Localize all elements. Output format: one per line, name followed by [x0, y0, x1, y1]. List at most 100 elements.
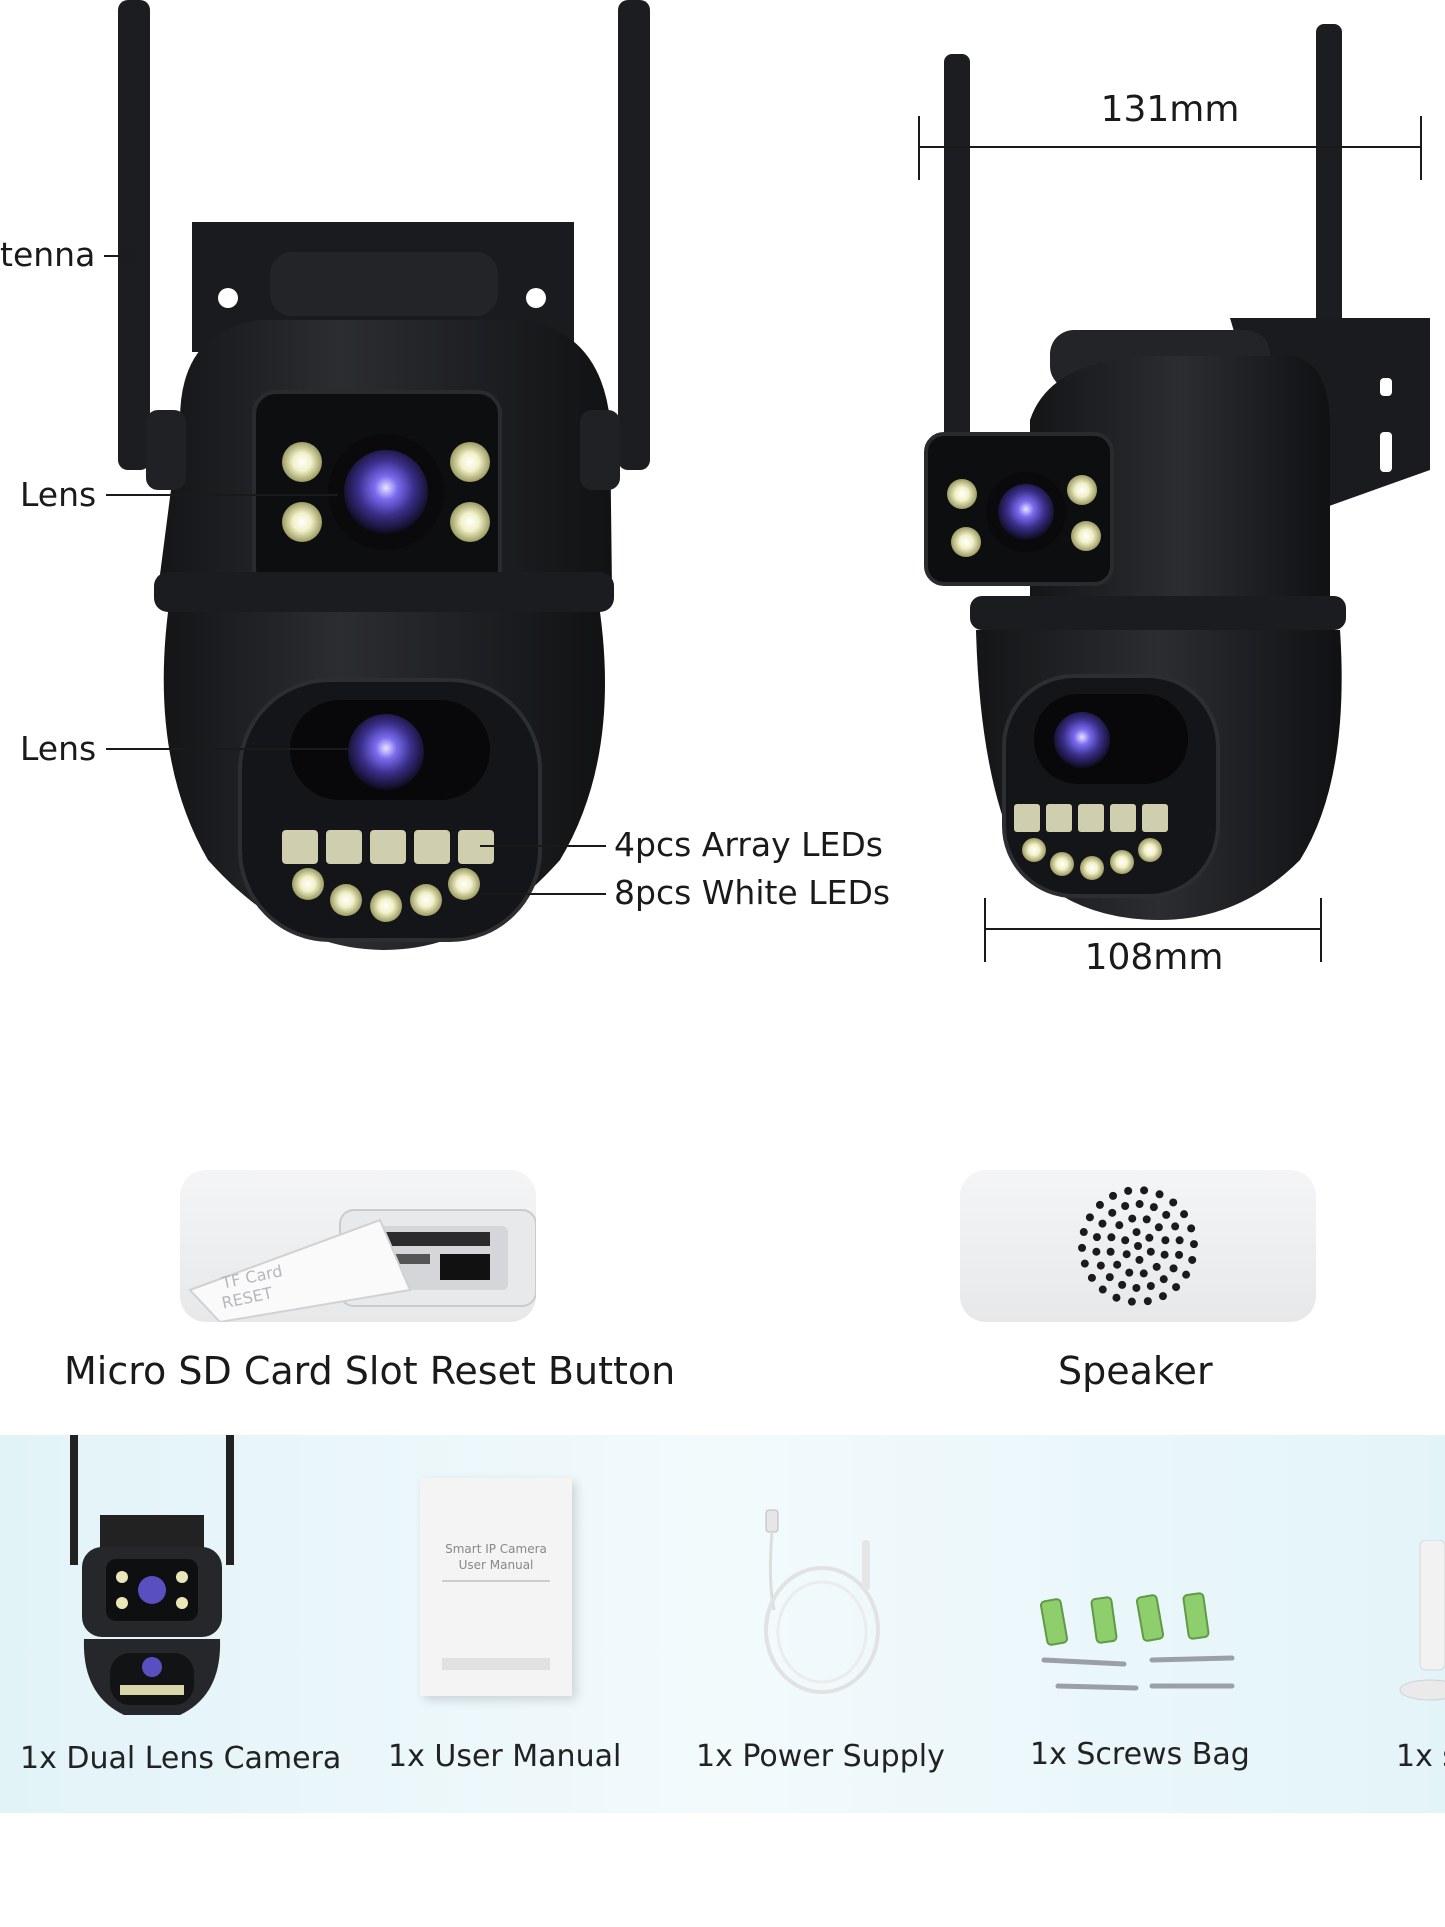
speaker-hole — [1092, 1247, 1101, 1256]
package-camera-image — [70, 1435, 234, 1715]
speaker-hole — [1135, 1200, 1144, 1209]
antenna-callout: tenna — [0, 235, 96, 274]
manual-footer — [442, 1658, 550, 1670]
white-leds — [292, 868, 480, 922]
package-item-partial: 1x s — [1396, 1739, 1445, 1774]
right-antenna — [618, 0, 650, 470]
lower-lens-leader — [106, 748, 350, 750]
package-item-camera: 1x Dual Lens Camera — [20, 1741, 342, 1776]
speaker-hole — [1092, 1233, 1101, 1242]
package-partial-item-image — [1399, 1540, 1445, 1701]
package-power-supply-image — [764, 1509, 880, 1694]
sd-card-slot-image: TF Card RESET — [180, 1170, 536, 1322]
speaker-hole — [1187, 1224, 1196, 1233]
speaker-hole — [1162, 1210, 1171, 1219]
manual-rule — [442, 1580, 550, 1582]
array-leds — [282, 830, 494, 864]
speaker-hole — [1158, 1292, 1167, 1301]
speaker-hole — [1105, 1273, 1114, 1282]
speaker-hole — [1108, 1208, 1117, 1217]
speaker-hole — [1128, 1214, 1137, 1223]
speaker-image — [960, 1170, 1316, 1322]
speaker-hole — [1132, 1228, 1141, 1237]
package-item-manual: 1x User Manual — [388, 1739, 622, 1774]
width-top-left-tick — [918, 116, 920, 180]
speaker-hole — [1146, 1281, 1155, 1290]
array-leds-callout: 4pcs Array LEDs — [614, 825, 883, 864]
sd-reset-label: Micro SD Card Slot Reset Button — [64, 1349, 676, 1393]
speaker-hole — [1118, 1280, 1127, 1289]
manual-title: Smart IP Camera — [445, 1542, 547, 1556]
speaker-hole — [1169, 1264, 1178, 1273]
speaker-hole — [1106, 1247, 1115, 1256]
speaker-hole — [1079, 1228, 1088, 1237]
speaker-hole — [1180, 1210, 1189, 1219]
width-bottom-left-tick — [984, 898, 986, 962]
speaker-hole — [1171, 1222, 1180, 1231]
speaker-hole — [1132, 1283, 1141, 1292]
white-leds-callout: 8pcs White LEDs — [614, 873, 891, 912]
left-antenna — [118, 0, 150, 470]
speaker-hole — [1098, 1285, 1107, 1294]
package-manual-image: Smart IP Camera User Manual — [420, 1478, 572, 1696]
speaker-hole — [1112, 1293, 1121, 1302]
width-bottom-right-tick — [1320, 898, 1322, 962]
width-top-label: 131mm — [1100, 89, 1240, 130]
speaker-hole — [1121, 1236, 1130, 1245]
speaker-hole — [1107, 1233, 1116, 1242]
speaker-hole — [1134, 1242, 1142, 1250]
speaker-hole — [1152, 1262, 1161, 1271]
speaker-hole — [1175, 1236, 1184, 1245]
speaker-hole — [1188, 1255, 1197, 1264]
speaker-hole — [1125, 1268, 1134, 1277]
side-camera-image — [924, 24, 1430, 920]
speaker-hole — [1143, 1297, 1152, 1306]
front-camera-image — [118, 0, 650, 950]
upper-lens-callout: Lens — [20, 475, 97, 514]
speaker-hole — [1172, 1283, 1181, 1292]
speaker-hole — [1078, 1243, 1087, 1252]
speaker-hole — [1140, 1186, 1149, 1195]
speaker-label: Speaker — [1058, 1349, 1213, 1393]
width-bottom-line — [984, 928, 1322, 930]
package-item-power-supply: 1x Power Supply — [696, 1739, 945, 1774]
speaker-hole — [1098, 1219, 1107, 1228]
antenna-leader — [104, 255, 134, 257]
speaker-hole — [1113, 1260, 1122, 1269]
speaker-hole — [1155, 1190, 1164, 1199]
speaker-hole — [1175, 1250, 1184, 1259]
package-screws-image — [1039, 1592, 1235, 1691]
speaker-hole — [1085, 1213, 1094, 1222]
speaker-hole — [1149, 1203, 1158, 1212]
speaker-hole — [1189, 1240, 1198, 1249]
speaker-hole — [1095, 1200, 1104, 1209]
array-leds-leader — [480, 845, 606, 847]
speaker-hole — [1124, 1186, 1133, 1195]
speaker-hole — [1160, 1250, 1169, 1259]
speaker-hole — [1127, 1297, 1136, 1306]
speaker-hole — [1135, 1255, 1144, 1264]
speaker-hole — [1109, 1191, 1118, 1200]
speaker-hole — [1159, 1275, 1168, 1284]
speaker-hole — [1115, 1221, 1124, 1230]
manual-subtitle: User Manual — [458, 1558, 534, 1572]
lower-lens — [348, 714, 424, 790]
speaker-hole — [1182, 1270, 1191, 1279]
speaker-hole — [1122, 1250, 1131, 1259]
upper-lens-leader — [106, 494, 338, 496]
upper-lens — [344, 450, 428, 534]
speaker-hole — [1121, 1202, 1130, 1211]
width-top-line — [918, 146, 1420, 148]
width-top-right-tick — [1420, 116, 1422, 180]
speaker-hole — [1146, 1247, 1155, 1256]
speaker-hole — [1096, 1261, 1105, 1270]
speaker-hole — [1139, 1269, 1148, 1278]
lower-lens-callout: Lens — [20, 729, 97, 768]
speaker-hole — [1145, 1233, 1154, 1242]
speaker-hole — [1080, 1259, 1089, 1268]
width-bottom-label: 108mm — [1084, 937, 1224, 978]
speaker-hole — [1142, 1215, 1151, 1224]
speaker-hole — [1154, 1223, 1163, 1232]
speaker-hole — [1087, 1273, 1096, 1282]
package-item-screws: 1x Screws Bag — [1030, 1737, 1250, 1772]
